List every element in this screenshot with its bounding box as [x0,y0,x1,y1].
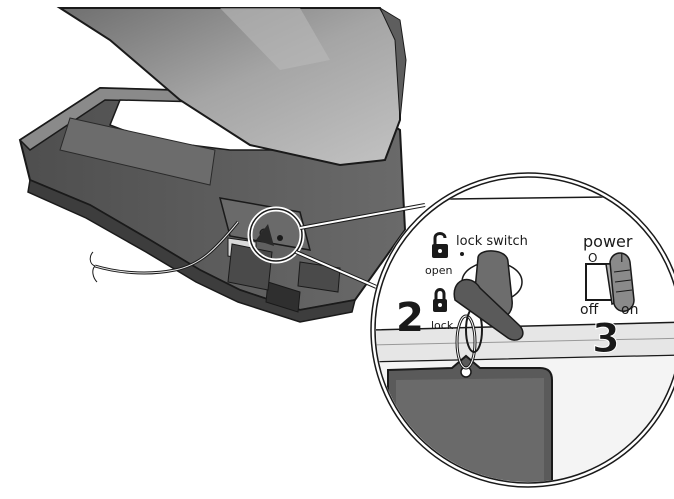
unlocked-padlock-icon [432,232,448,258]
lock-label: lock [431,319,454,332]
leader-lines [295,203,426,294]
lock-switch-label: lock switch [456,234,528,249]
power-label: power [583,232,633,251]
power-on-symbol: I [620,251,624,265]
step-2-number: 2 [396,295,424,341]
on-label: on [621,302,638,318]
off-label: off [580,302,599,318]
lock-indicator-dot [460,252,464,256]
finger [609,252,635,312]
power-off-symbol: O [588,251,597,265]
lock-key [453,278,524,341]
locked-padlock-icon [433,288,447,312]
magnified-view [370,172,674,488]
open-label: open [425,264,452,277]
step-3-number: 3 [592,316,620,362]
chair-seat [56,6,407,167]
